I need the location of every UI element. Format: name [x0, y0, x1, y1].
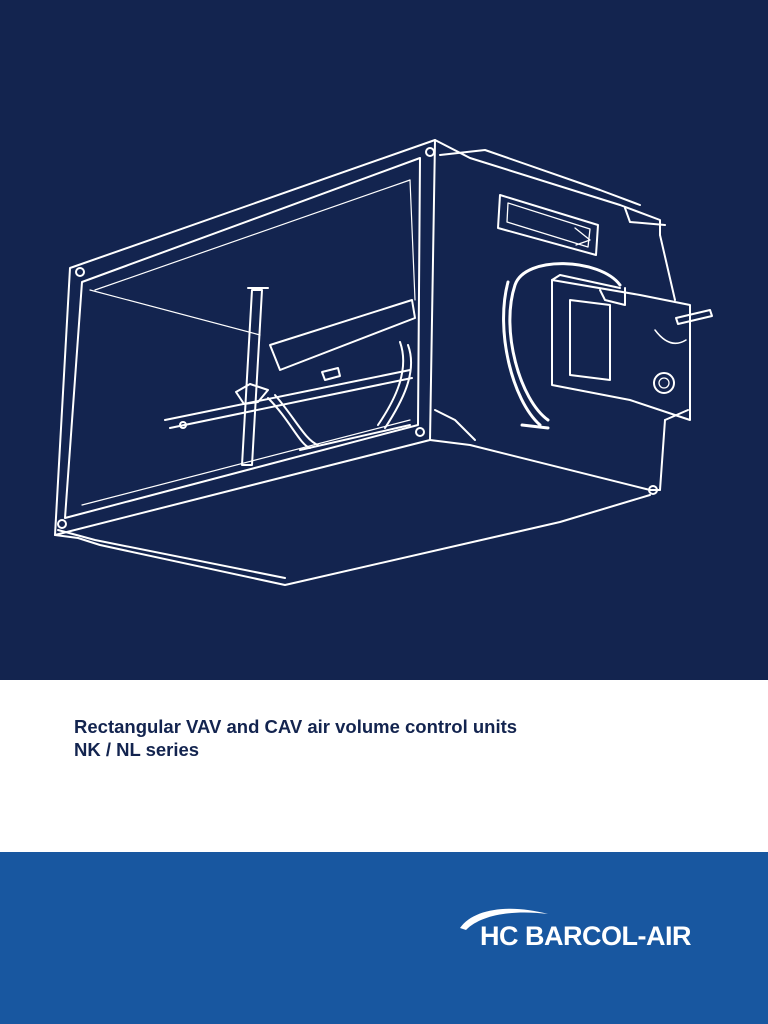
damper-blade	[267, 299, 416, 451]
cover-illustration-panel	[0, 0, 768, 680]
brand-logo-text: HC BARCOL-AIR	[480, 921, 691, 951]
vav-unit-illustration	[54, 139, 713, 586]
brand-footer: HC BARCOL-AIR	[0, 852, 768, 1024]
damper-shaft	[164, 287, 413, 466]
label-window	[497, 194, 599, 256]
series-subtitle: NK / NL series	[74, 739, 200, 760]
sensor-tubes	[502, 262, 622, 430]
title-section: Rectangular VAV and CAV air volume contr…	[0, 680, 768, 852]
housing-bottom	[54, 494, 651, 586]
logo-swoosh-icon	[460, 908, 548, 930]
housing-side	[429, 234, 689, 495]
actuator	[551, 274, 713, 421]
document-title: Rectangular VAV and CAV air volume contr…	[74, 716, 518, 737]
duct-interior	[81, 179, 416, 506]
front-flange	[54, 139, 436, 536]
housing-top	[434, 139, 666, 236]
brand-logo: HC BARCOL-AIR	[456, 902, 726, 962]
